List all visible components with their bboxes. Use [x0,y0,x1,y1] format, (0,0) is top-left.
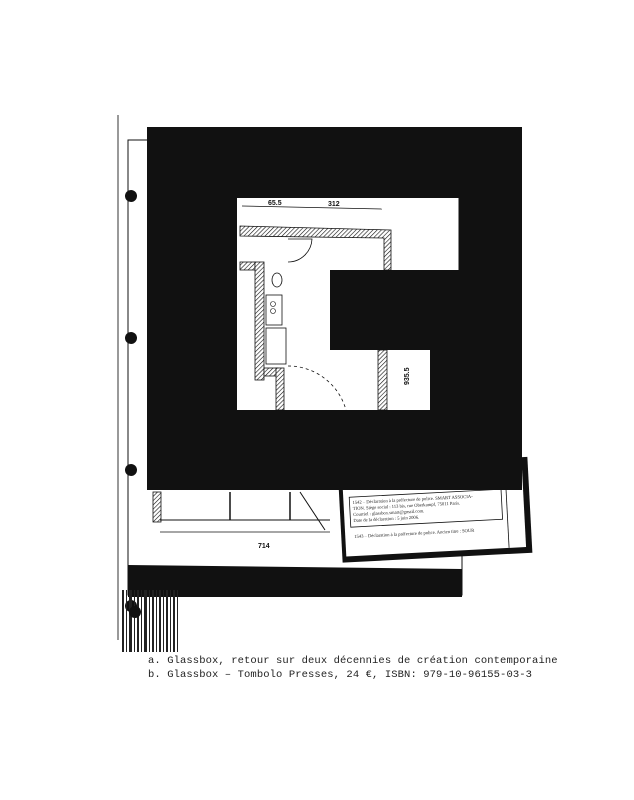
clipping-line-1: 1542 – Déclaration à la préfecture de po… [352,494,473,505]
caption-b: b. Glassbox – Tombolo Presses, 24 €, ISB… [148,669,533,681]
clipping-line-4: Date de la déclaration : 5 juin 2006. [353,515,419,523]
letter-g-shape [147,127,522,490]
clipping-line-3: Courriel : glassbox.smart@gmail.com. [353,508,424,517]
clipping-line-2: TION. Siège social : 113 bis, rue Oberka… [353,500,461,512]
dim-side: 935.5 [404,367,411,385]
caption-a: a. Glassbox, retour sur deux décennies d… [148,655,558,667]
floorplan-lower: 714 [150,488,340,558]
barcode-stripes [122,590,178,652]
dim-top-small: 65.5 [268,200,282,207]
clipping-line-5: 1543 – Déclaration à la préfecture de po… [354,528,475,539]
dim-bottom: 714 [258,543,270,550]
dim-top-large: 312 [328,201,340,208]
floorplan-upper: 65.5 312 935.5 [239,198,462,411]
